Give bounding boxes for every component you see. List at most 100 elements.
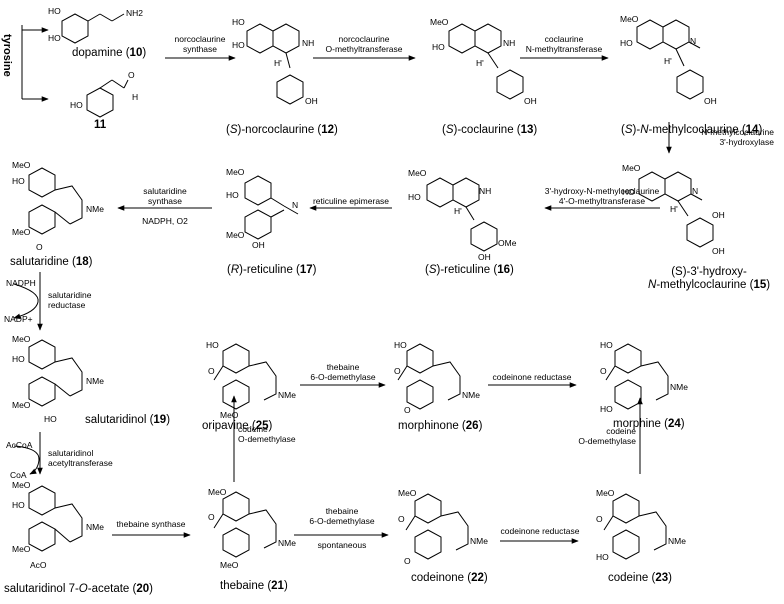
group-nh: NH xyxy=(302,38,315,48)
compound-coclaurine: (S)-coclaurine (13) xyxy=(442,124,538,136)
group-meo: MeO xyxy=(12,160,31,170)
compound-morphinone: morphinone (26) xyxy=(398,420,483,432)
group-nme: NMe xyxy=(86,204,104,214)
group-oh: OH xyxy=(712,246,725,256)
compound-hydroxy-n-methylcoclaurine: (S)-3'-hydroxy-N-methylcoclaurine (15) xyxy=(648,266,771,291)
enzyme-codeinone-reductase-top: codeinone reductase xyxy=(492,372,572,382)
structure-s-reticuline xyxy=(426,177,498,252)
group-ho: HO xyxy=(600,340,613,350)
group-nme: NMe xyxy=(86,376,104,386)
group-nme: NMe xyxy=(86,522,104,532)
compound-dopamine: dopamine (10) xyxy=(72,47,147,59)
group-meo: MeO xyxy=(408,168,427,178)
group-nh: NH xyxy=(479,186,492,196)
group-meo: MeO xyxy=(622,163,641,173)
group-meo: MeO xyxy=(220,560,239,570)
group-meo: MeO xyxy=(12,227,31,237)
group-oh: OH xyxy=(478,252,491,262)
structure-morphinone xyxy=(397,343,461,410)
group-meo: MeO xyxy=(430,17,449,27)
precursor-tyrosine: tyrosine xyxy=(1,34,13,77)
compound-codeinone: codeinone (22) xyxy=(411,572,488,584)
group-meo: MeO xyxy=(226,230,245,240)
cofactor-nadp: NADP+ xyxy=(4,314,33,324)
group-ho: HO xyxy=(394,340,407,350)
compound-oripavine: oripavine (25) xyxy=(202,420,273,432)
compound-n-methylcoclaurine: (S)-N-methylcoclaurine (14) xyxy=(621,124,763,136)
compound-salutaridinol-acetate: salutaridinol 7-O-acetate (20) xyxy=(4,583,153,595)
group-ho: HO xyxy=(70,100,83,110)
group-ho: HO xyxy=(622,187,635,197)
group-o: O xyxy=(596,514,603,524)
group-h: H xyxy=(132,92,139,102)
cofactor-acoa: AcCoA xyxy=(6,440,33,450)
structure-dopamine xyxy=(61,13,125,44)
compound-salutaridinol: salutaridinol (19) xyxy=(85,414,171,426)
compound-thebaine: thebaine (21) xyxy=(220,580,288,592)
group-ho: HO xyxy=(48,33,61,43)
enzyme-codeinone-reductase-bottom: codeinone reductase xyxy=(500,526,580,536)
compound-codeine: codeine (23) xyxy=(608,572,672,584)
group-o: O xyxy=(36,242,43,252)
group-ho: HO xyxy=(596,552,609,562)
cofactor-nadph: NADPH xyxy=(6,278,36,288)
group-o: O xyxy=(404,556,411,566)
structure-thebaine xyxy=(213,491,277,558)
group-nme: NMe xyxy=(670,382,688,392)
group-oh: OH xyxy=(524,96,537,106)
group-o: O xyxy=(398,514,405,524)
group-o: O xyxy=(600,366,607,376)
group-ho: HO xyxy=(232,40,245,50)
compound-salutaridine: salutaridine (18) xyxy=(10,256,93,268)
cofactor-curve-acoa xyxy=(13,445,40,475)
group-ho: HO xyxy=(12,354,25,364)
group-meo: MeO xyxy=(12,334,31,344)
group-meo: MeO xyxy=(12,544,31,554)
group-ome: OMe xyxy=(498,238,517,248)
structure-n-methylcoclaurine xyxy=(636,19,704,100)
group-oh: OH xyxy=(252,240,265,250)
compound-s-reticuline: (S)-reticuline (16) xyxy=(425,264,514,276)
compound-r-reticuline: (R)-reticuline (17) xyxy=(227,264,317,276)
compound-norcoclaurine: (S)-norcoclaurine (12) xyxy=(226,124,338,136)
group-nh2: NH2 xyxy=(126,8,144,18)
group-oh: OH xyxy=(305,96,318,106)
group-nme: NMe xyxy=(462,390,480,400)
group-oh: OH xyxy=(704,96,717,106)
group-ho: HO xyxy=(432,42,445,52)
group-o: O xyxy=(128,70,135,80)
group-h: H' xyxy=(454,206,462,216)
group-meo: MeO xyxy=(220,410,239,420)
group-nh: NH xyxy=(503,38,516,48)
structure-salutaridinol xyxy=(28,339,83,407)
structure-r-reticuline xyxy=(244,175,299,240)
group-o: O xyxy=(208,366,215,376)
group-meo: MeO xyxy=(208,487,227,497)
structure-morphine xyxy=(605,343,669,410)
group-ho: HO xyxy=(620,38,633,48)
group-o: O xyxy=(404,405,411,415)
structure-norcoclaurine xyxy=(246,23,304,105)
group-n: N xyxy=(692,186,699,196)
group-ho: HO xyxy=(408,192,421,202)
label-spontaneous: spontaneous xyxy=(317,540,367,550)
group-ho: HO xyxy=(48,6,61,16)
structure-hydroxy-n-methylcoclaurine xyxy=(638,171,714,248)
compound-morphine: morphine (24) xyxy=(613,418,685,430)
group-nme: NMe xyxy=(278,390,296,400)
cofactor-curve-nadph xyxy=(13,283,39,320)
group-meo: MeO xyxy=(398,488,417,498)
group-meo: MeO xyxy=(226,167,245,177)
group-o: O xyxy=(208,512,215,522)
group-nme: NMe xyxy=(668,536,686,546)
group-ho: HO xyxy=(44,414,57,424)
structure-codeinone xyxy=(405,493,469,560)
